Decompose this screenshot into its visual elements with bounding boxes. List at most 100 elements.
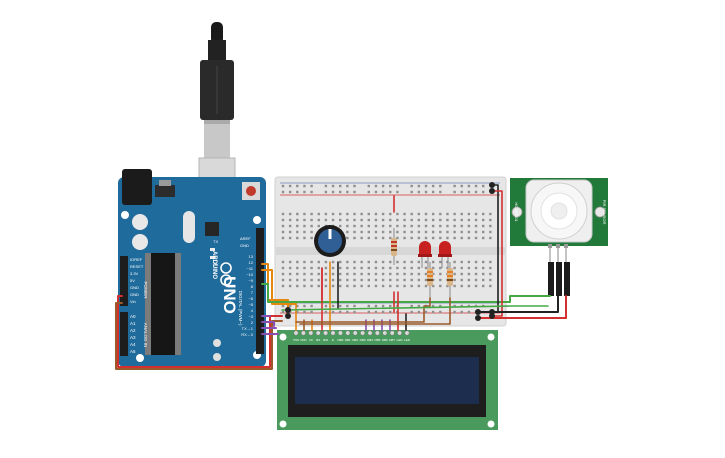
lcd-pin[interactable]	[300, 330, 306, 336]
breadboard-hole[interactable]	[381, 284, 385, 288]
breadboard-hole[interactable]	[446, 218, 449, 222]
breadboard-hole[interactable]	[389, 184, 392, 188]
wire-orange-2[interactable]	[261, 269, 297, 305]
breadboard-hole[interactable]	[324, 278, 328, 282]
breadboard-hole[interactable]	[439, 272, 442, 276]
breadboard-hole[interactable]	[374, 236, 378, 240]
breadboard-hole[interactable]	[339, 278, 342, 282]
breadboard-hole[interactable]	[374, 230, 378, 234]
breadboard-hole[interactable]	[439, 230, 442, 234]
breadboard-hole[interactable]	[417, 218, 421, 222]
breadboard-hole[interactable]	[410, 224, 413, 228]
breadboard-hole[interactable]	[303, 266, 306, 270]
breadboard-hole[interactable]	[403, 230, 406, 234]
breadboard-hole[interactable]	[489, 224, 492, 228]
breadboard-hole[interactable]	[389, 272, 392, 276]
lcd-pin[interactable]	[293, 330, 299, 336]
breadboard-hole[interactable]	[482, 224, 485, 228]
breadboard-hole[interactable]	[474, 218, 478, 222]
breadboard-hole[interactable]	[353, 272, 356, 276]
breadboard-hole[interactable]	[410, 212, 413, 216]
breadboard-hole[interactable]	[281, 266, 285, 270]
breadboard-hole[interactable]	[396, 212, 399, 216]
breadboard-hole[interactable]	[281, 212, 285, 216]
breadboard-hole[interactable]	[353, 266, 356, 270]
breadboard-hole[interactable]	[410, 278, 413, 282]
breadboard-hole[interactable]	[489, 266, 492, 270]
breadboard-hole[interactable]	[339, 304, 342, 308]
wire-led1-brown[interactable]	[295, 297, 431, 323]
breadboard-hole[interactable]	[424, 236, 428, 240]
breadboard-hole[interactable]	[310, 266, 313, 270]
lcd-pin-header[interactable]	[293, 330, 410, 336]
breadboard-hole[interactable]	[474, 224, 478, 228]
breadboard-hole[interactable]	[353, 224, 356, 228]
breadboard-hole[interactable]	[396, 260, 399, 264]
breadboard-hole[interactable]	[353, 236, 356, 240]
breadboard-hole[interactable]	[281, 304, 285, 308]
breadboard-hole[interactable]	[381, 260, 385, 264]
breadboard-hole[interactable]	[489, 284, 492, 288]
lcd-pin[interactable]	[382, 330, 388, 336]
breadboard-hole[interactable]	[296, 266, 299, 270]
breadboard-hole[interactable]	[288, 304, 292, 308]
breadboard-hole[interactable]	[439, 260, 442, 264]
breadboard-hole[interactable]	[453, 230, 456, 234]
breadboard-hole[interactable]	[396, 236, 399, 240]
lcd-pin[interactable]	[389, 330, 395, 336]
breadboard-hole[interactable]	[403, 284, 406, 288]
breadboard-hole[interactable]	[460, 260, 463, 264]
breadboard-hole[interactable]	[403, 212, 406, 216]
breadboard-hole[interactable]	[389, 284, 392, 288]
breadboard-hole[interactable]	[474, 184, 478, 188]
breadboard-hole[interactable]	[296, 230, 299, 234]
breadboard-hole[interactable]	[310, 236, 313, 240]
breadboard-hole[interactable]	[317, 278, 320, 282]
breadboard-hole[interactable]	[374, 272, 378, 276]
breadboard-hole[interactable]	[439, 212, 442, 216]
breadboard-hole[interactable]	[446, 260, 449, 264]
breadboard-hole[interactable]	[410, 230, 413, 234]
breadboard-hole[interactable]	[439, 184, 442, 188]
breadboard-hole[interactable]	[281, 284, 285, 288]
breadboard-hole[interactable]	[467, 278, 471, 282]
breadboard-hole[interactable]	[424, 184, 428, 188]
breadboard-hole[interactable]	[310, 218, 313, 222]
digital-header[interactable]	[256, 228, 264, 354]
lcd-pin[interactable]	[367, 330, 373, 336]
breadboard-hole[interactable]	[403, 236, 406, 240]
breadboard-hole[interactable]	[353, 304, 356, 308]
breadboard-hole[interactable]	[474, 284, 478, 288]
breadboard-hole[interactable]	[431, 184, 435, 188]
breadboard-hole[interactable]	[467, 212, 471, 216]
breadboard-hole[interactable]	[288, 260, 292, 264]
breadboard-hole[interactable]	[410, 272, 413, 276]
breadboard-hole[interactable]	[281, 272, 285, 276]
breadboard-hole[interactable]	[482, 218, 485, 222]
breadboard-hole[interactable]	[360, 218, 363, 222]
wire-green-pir[interactable]	[261, 283, 551, 303]
lcd-pin[interactable]	[397, 330, 403, 336]
breadboard-hole[interactable]	[339, 310, 342, 314]
potentiometer[interactable]	[314, 225, 346, 257]
breadboard-hole[interactable]	[303, 310, 306, 314]
breadboard-hole[interactable]	[403, 224, 406, 228]
breadboard-hole[interactable]	[424, 266, 428, 270]
breadboard-hole[interactable]	[389, 190, 392, 194]
breadboard-hole[interactable]	[281, 190, 285, 194]
breadboard-hole[interactable]	[303, 284, 306, 288]
lcd-pin[interactable]	[330, 330, 336, 336]
breadboard-hole[interactable]	[482, 284, 485, 288]
breadboard-hole[interactable]	[374, 212, 378, 216]
breadboard-hole[interactable]	[424, 212, 428, 216]
red-led[interactable]	[418, 241, 432, 268]
breadboard-hole[interactable]	[453, 236, 456, 240]
breadboard-hole[interactable]	[346, 310, 349, 314]
breadboard-hole[interactable]	[296, 224, 299, 228]
breadboard-hole[interactable]	[453, 266, 456, 270]
breadboard-hole[interactable]	[288, 266, 292, 270]
breadboard-hole[interactable]	[374, 260, 378, 264]
breadboard-hole[interactable]	[339, 260, 342, 264]
breadboard-hole[interactable]	[317, 212, 320, 216]
breadboard-hole[interactable]	[374, 284, 378, 288]
